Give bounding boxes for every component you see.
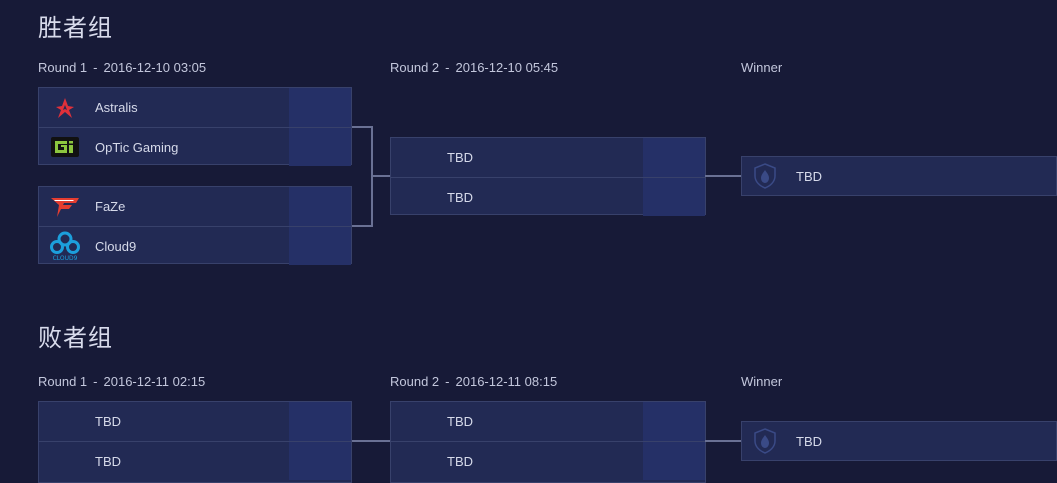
team-name: FaZe bbox=[95, 199, 126, 214]
upper-bracket-title: 胜者组 bbox=[38, 15, 113, 42]
score-cell bbox=[289, 402, 351, 441]
round-datetime: 2016-12-11 08:15 bbox=[455, 374, 558, 389]
team-name: TBD bbox=[447, 150, 473, 165]
team-name: TBD bbox=[95, 414, 121, 429]
team-name: Astralis bbox=[95, 100, 138, 115]
bracket-connector bbox=[705, 440, 742, 442]
cloud9-logo-text: CLOUD9 bbox=[53, 255, 78, 262]
separator: - bbox=[93, 60, 98, 75]
separator: - bbox=[445, 60, 450, 75]
bracket-connector bbox=[371, 175, 390, 177]
astralis-logo bbox=[47, 93, 83, 123]
upper-round1-header: Round 1-2016-12-10 03:05 bbox=[38, 60, 206, 75]
team-row[interactable]: CLOUD9 Cloud9 bbox=[39, 226, 351, 265]
lower-winner-slot[interactable]: TBD bbox=[741, 421, 1057, 461]
lower-r1-match[interactable]: TBD TBD bbox=[38, 401, 352, 483]
round-datetime: 2016-12-10 05:45 bbox=[455, 60, 559, 75]
bracket-connector bbox=[352, 440, 390, 442]
score-cell bbox=[289, 128, 351, 166]
optic-logo bbox=[47, 132, 83, 162]
score-cell bbox=[289, 442, 351, 480]
score-cell bbox=[289, 227, 351, 265]
team-row[interactable]: TBD bbox=[391, 177, 705, 216]
separator: - bbox=[93, 374, 98, 389]
team-row[interactable]: TBD bbox=[391, 441, 705, 480]
separator: - bbox=[445, 374, 450, 389]
score-cell bbox=[289, 88, 351, 127]
lower-bracket-title: 败者组 bbox=[38, 325, 113, 352]
lower-round1-header: Round 1-2016-12-11 02:15 bbox=[38, 374, 205, 389]
team-row[interactable]: TBD bbox=[391, 402, 705, 441]
bracket-connector bbox=[352, 126, 372, 128]
round-name: Round 1 bbox=[38, 60, 88, 75]
score-cell bbox=[643, 138, 705, 177]
team-row[interactable]: TBD bbox=[391, 138, 705, 177]
score-cell bbox=[643, 178, 705, 216]
score-cell bbox=[289, 187, 351, 226]
score-cell bbox=[643, 402, 705, 441]
upper-r2-match[interactable]: TBD TBD bbox=[390, 137, 706, 216]
round-name: Round 1 bbox=[38, 374, 88, 389]
team-name: OpTic Gaming bbox=[95, 139, 179, 155]
lower-r2-match[interactable]: TBD TBD bbox=[390, 401, 706, 483]
team-name: Cloud9 bbox=[95, 238, 137, 254]
lower-winner-header: Winner bbox=[741, 374, 783, 389]
bracket-connector bbox=[352, 225, 372, 227]
upper-winner-header: Winner bbox=[741, 60, 783, 75]
team-name: TBD bbox=[796, 433, 822, 449]
team-name: TBD bbox=[796, 168, 822, 184]
round-name: Round 2 bbox=[390, 60, 440, 75]
round-datetime: 2016-12-10 03:05 bbox=[103, 60, 207, 75]
bracket-connector bbox=[705, 175, 742, 177]
faze-logo bbox=[47, 192, 83, 222]
upper-round2-header: Round 2-2016-12-10 05:45 bbox=[390, 60, 558, 75]
score-cell bbox=[643, 442, 705, 480]
upper-r1-match-1[interactable]: Astralis OpTic Gaming bbox=[38, 87, 352, 166]
team-row[interactable]: TBD bbox=[39, 402, 351, 441]
team-name: TBD bbox=[447, 189, 473, 205]
team-row[interactable]: Astralis bbox=[39, 88, 351, 127]
upper-winner-slot[interactable]: TBD bbox=[741, 156, 1057, 196]
team-name: TBD bbox=[95, 453, 121, 469]
team-row[interactable]: TBD bbox=[39, 441, 351, 480]
team-row[interactable]: FaZe bbox=[39, 187, 351, 226]
lower-round2-header: Round 2-2016-12-11 08:15 bbox=[390, 374, 557, 389]
team-name: TBD bbox=[447, 414, 473, 429]
upper-r1-match-2[interactable]: FaZe CLOUD9 Cloud9 bbox=[38, 186, 352, 265]
cloud9-logo: CLOUD9 bbox=[47, 231, 83, 262]
trophy-shield-icon bbox=[754, 428, 776, 454]
round-name: Round 2 bbox=[390, 374, 440, 389]
round-datetime: 2016-12-11 02:15 bbox=[103, 374, 206, 389]
team-name: TBD bbox=[447, 453, 473, 469]
team-row[interactable]: OpTic Gaming bbox=[39, 127, 351, 166]
trophy-shield-icon bbox=[754, 163, 776, 189]
